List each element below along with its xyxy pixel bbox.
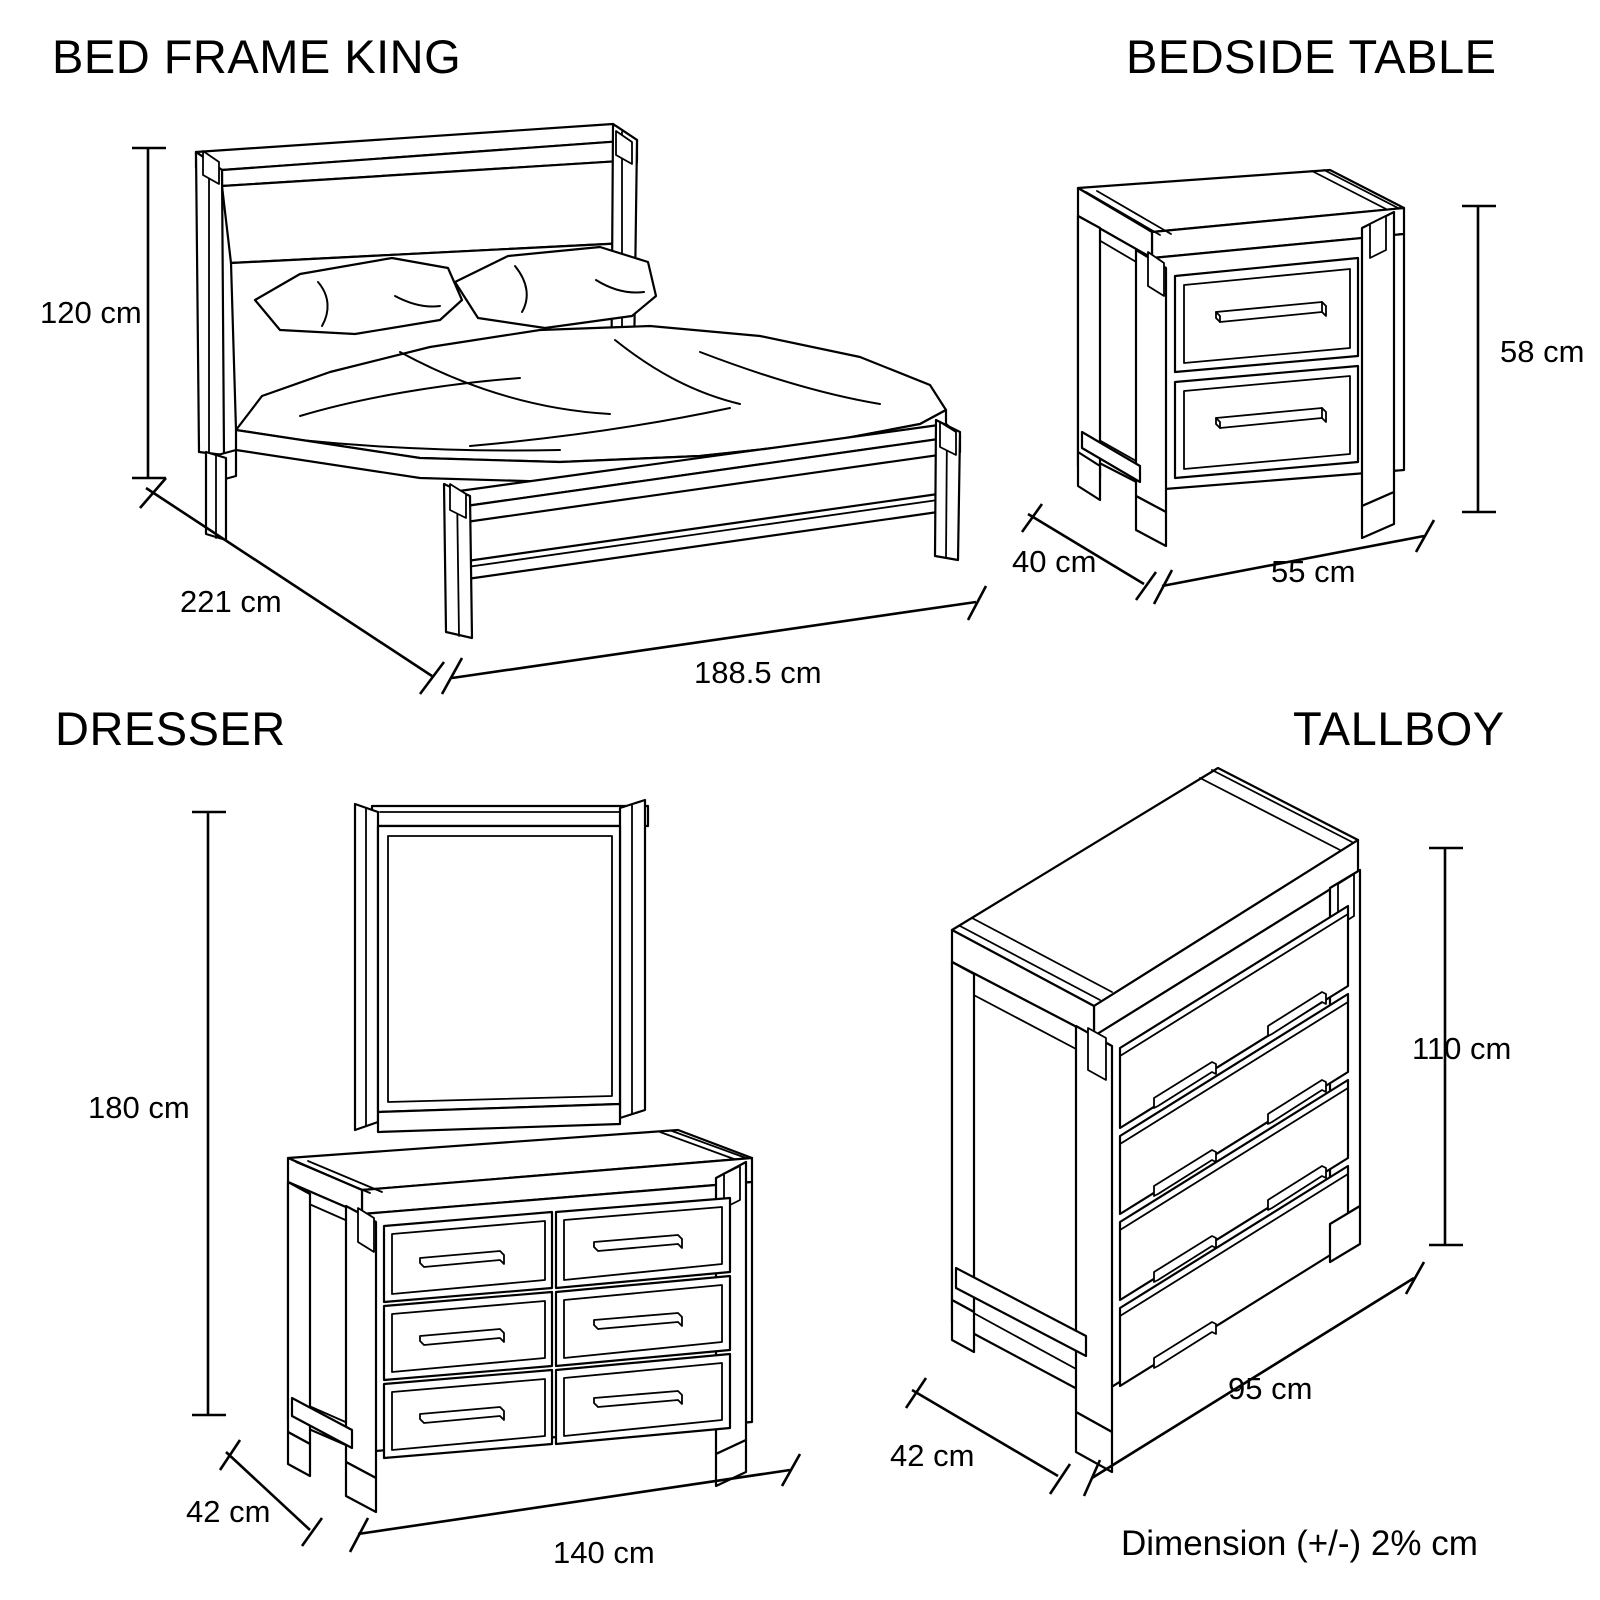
- dimension-label-bed-height: 120 cm: [40, 295, 142, 330]
- dimension-bedside-height: [1462, 204, 1496, 514]
- dimension-label-dresser-height: 180 cm: [88, 1090, 190, 1125]
- dimension-tallboy-depth: [904, 1377, 1072, 1495]
- dimension-label-bed-depth: 221 cm: [180, 584, 282, 619]
- dimension-label-dresser-depth: 42 cm: [186, 1494, 271, 1529]
- dimension-dresser-height: [192, 810, 226, 1417]
- dimension-label-bedside-width: 55 cm: [1271, 554, 1356, 589]
- dimension-tallboy-width: [1082, 1261, 1426, 1497]
- dimension-bedside-depth: [1020, 503, 1158, 601]
- dresser-drawing: [192, 798, 802, 1553]
- tallboy-drawing: [904, 766, 1463, 1497]
- dimension-bedside-width: [1152, 519, 1436, 605]
- dimension-tallboy-height: [1429, 846, 1463, 1247]
- dimension-label-dresser-width: 140 cm: [553, 1535, 655, 1570]
- dimension-label-tallboy-height: 110 cm: [1412, 1031, 1512, 1066]
- dimension-label-bedside-height: 58 cm: [1500, 334, 1585, 369]
- panel-title-bed-frame-king: BED FRAME KING: [52, 30, 462, 83]
- dimension-label-tallboy-depth: 42 cm: [890, 1438, 975, 1473]
- dimension-label-bedside-depth: 40 cm: [1012, 544, 1097, 579]
- bed-frame-king-drawing: [132, 122, 988, 695]
- panel-title-dresser: DRESSER: [55, 702, 286, 755]
- dimension-dresser-depth: [218, 1439, 324, 1547]
- dimension-bed-depth: [139, 477, 446, 695]
- dimension-label-tallboy-width: 95 cm: [1228, 1371, 1313, 1406]
- dimension-bed-width: [440, 585, 988, 695]
- bedside-table-drawing: [1020, 168, 1496, 605]
- dimension-label-bed-width: 188.5 cm: [694, 655, 822, 690]
- panel-title-tallboy: TALLBOY: [1293, 702, 1505, 755]
- dimension-bed-height: [132, 146, 166, 480]
- dimension-tolerance-note: Dimension (+/-) 2% cm: [1121, 1524, 1478, 1563]
- dimension-dresser-width: [348, 1453, 802, 1553]
- panel-title-bedside-table: BEDSIDE TABLE: [1126, 30, 1497, 83]
